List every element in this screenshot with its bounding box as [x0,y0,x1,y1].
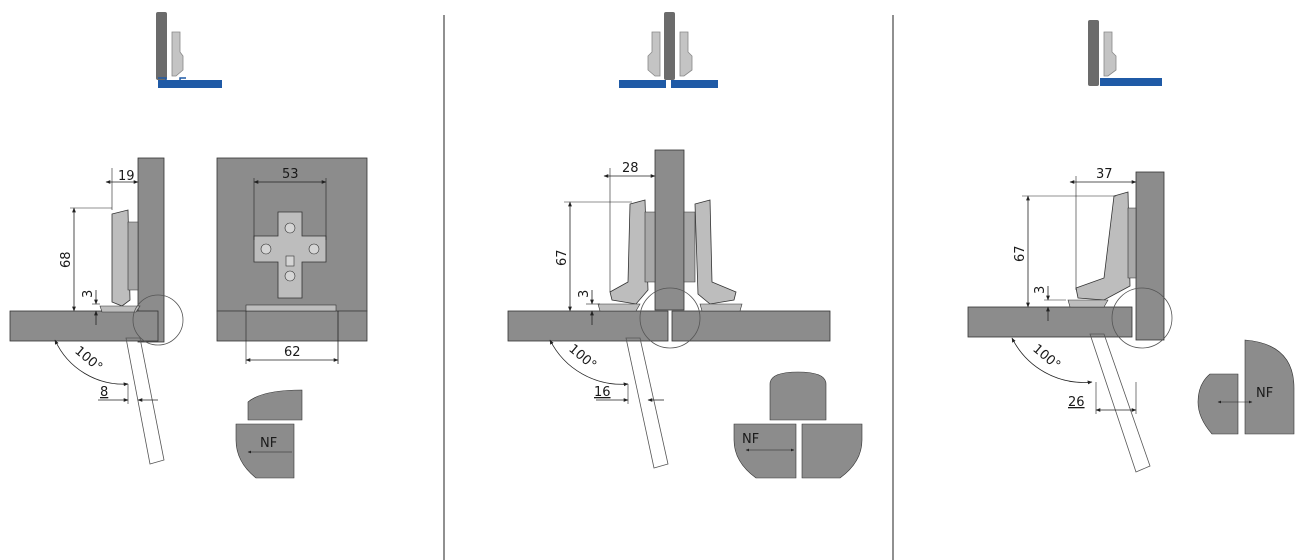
detail-circle [639,287,701,349]
dim-small-offset: 3 [1033,286,1048,294]
nf-detail-top [247,389,303,421]
panel-half-overlay: 28 67 3 100° 16 NF [507,12,863,479]
dim-height: 67 [1013,245,1028,262]
panel-inset: 37 67 3 100° 26 NF [967,20,1295,473]
dim-top-width: 28 [622,161,639,176]
dim-top-width: 37 [1096,167,1113,182]
open-door-outline [125,337,165,465]
door-right [671,310,831,342]
dim-small-offset: 3 [577,290,592,298]
full-overlay-icon [156,12,222,88]
dim-bottom-offset: 8 [100,385,108,400]
hinge-arm [111,209,131,307]
detail-circle [132,294,184,346]
door-left [507,310,669,342]
dim-plate-top-width: 53 [282,167,299,182]
nf-detail-top [769,371,827,421]
dim-height: 68 [59,251,74,268]
dim-angle: 100° [71,344,105,376]
open-door-outline [625,337,669,469]
nf-detail-left [1197,373,1239,435]
panel-full-overlay: 19 68 3 100° 8 53 [9,12,368,479]
hinge-arm-left [609,199,649,305]
dim-height: 67 [555,249,570,266]
dim-small-offset: 3 [81,290,96,298]
dim-plate-bottom-width: 62 [284,345,301,360]
dim-angle: 100° [1029,342,1063,374]
door-panel [9,310,159,342]
nf-label: NF [1256,386,1273,401]
nf-detail-bottom [235,423,295,479]
hinge-arm [1075,191,1131,301]
door-panel [967,306,1133,338]
nf-detail-right [801,423,863,479]
nf-label: NF [260,436,277,451]
detail-circle [1111,287,1173,349]
nf-label: NF [742,432,759,447]
half-overlay-icon [619,12,718,88]
dim-angle: 100° [565,342,599,374]
hinge-arm-right [694,199,737,305]
dim-bottom-offset: 16 [594,385,611,400]
dim-bottom-offset: 26 [1068,395,1085,410]
dim-top-width: 19 [118,169,135,184]
open-door-outline [1089,333,1151,473]
inset-icon [1088,20,1162,86]
side-wall [1135,171,1165,341]
side-wall [654,149,685,311]
